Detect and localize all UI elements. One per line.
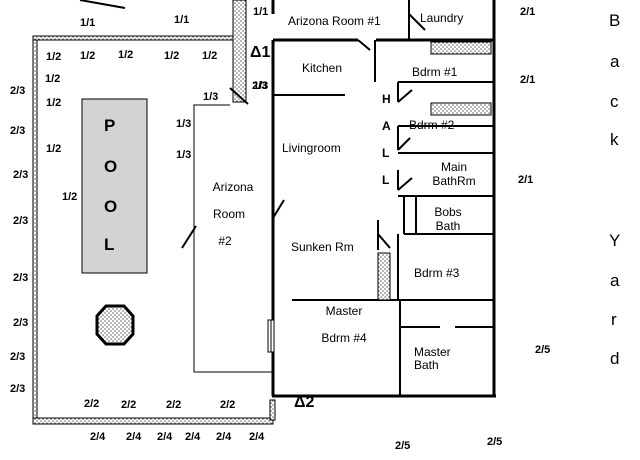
measurement-label: 2/3 [10,383,26,395]
measurement-label: 1/2 [45,73,61,85]
backyard-letter: a [610,52,620,71]
dotted-column [232,0,247,103]
measurement-label: 2/5 [487,436,503,448]
measurement-label: 2/2 [84,398,100,410]
measurement-label: 2/2 [121,399,137,411]
measurement-label: 1/2 [80,50,96,62]
backyard-letter: r [611,310,617,329]
delta-marker-1: Δ1 [250,44,271,61]
room-sunken: Sunken Rm [291,240,354,254]
hall-letter: H [382,92,391,106]
measurement-label: 2/3 [10,125,26,137]
pool-letter: L [104,235,115,254]
pool-letter: O [104,157,118,176]
closet-3 [377,252,391,301]
measurement-label: 2/4 [90,431,106,443]
room-livingroom: Livingroom [282,141,341,155]
room-master-bath-line1: Master [414,345,451,359]
arizona-room-2-outline [193,104,272,373]
delta-marker-2: Δ2 [294,394,315,411]
room-bobs-bath-line1: Bobs [434,205,462,219]
measurement-label: 1/1 [253,6,269,18]
backyard-letter: k [610,130,619,149]
closet-1 [430,41,492,55]
measurement-label: 1/2 [164,50,180,62]
measurement-label: 2/3 [13,169,29,181]
hall-letter: L [382,146,390,160]
measurement-label: 1/1 [174,14,190,26]
room-master-bath-line2: Bath [414,358,439,372]
hot-tub [95,304,135,346]
measurement-label: 2/3 [252,80,268,92]
measurement-label: 2/4 [157,431,173,443]
measurement-label: 2/5 [535,344,551,356]
measurement-label: 1/2 [46,143,62,155]
room-kitchen: Kitchen [302,61,343,75]
measurement-label: 2/1 [520,74,536,86]
closet-2 [430,102,492,116]
measurement-label: 1/3 [176,149,192,161]
measurement-label: 2/4 [126,431,142,443]
room-master-bdrm-line1: Master [325,304,363,318]
measurement-label: 2/1 [518,174,534,186]
room-bdrm-2: Bdrm #2 [409,118,455,132]
measurement-label: 1/3 [203,91,219,103]
measurement-label: 2/5 [395,440,411,452]
corner-line [79,0,126,9]
measurement-label: 2/3 [10,351,26,363]
measurement-label: 1/2 [46,51,62,63]
hall-letter: A [382,119,391,133]
backyard-letter: B [609,11,621,30]
room-bdrm-3: Bdrm #3 [414,266,460,280]
backyard-letter: Y [609,231,621,250]
measurement-label: 2/2 [166,399,182,411]
measurement-label: 2/4 [249,431,265,443]
room-laundry: Laundry [420,11,464,25]
measurement-label: 1/2 [62,191,78,203]
measurement-label: 2/3 [13,272,29,284]
measurement-label: 1/1 [80,17,96,29]
measurement-label: 1/3 [176,118,192,130]
house-walls [271,0,496,398]
room-arizona-2-line2: Room [212,207,245,221]
room-bdrm-1: Bdrm #1 [412,65,458,79]
room-master-bdrm-line2: Bdrm #4 [321,331,367,345]
room-arizona-2-line1: Arizona [212,180,254,194]
measurement-label: 1/2 [118,49,134,61]
measurement-label: 2/1 [520,6,536,18]
measurement-label: 1/2 [46,97,62,109]
measurement-label: 2/4 [185,431,201,443]
room-arizona-1: Arizona Room #1 [288,14,381,28]
hall-letter: L [382,173,390,187]
patio-fence [32,35,276,425]
backyard-letter: d [610,349,620,368]
room-arizona-2-line3: #2 [218,234,232,248]
measurement-label: 1/3 [253,80,269,92]
pool-letter: P [104,116,116,135]
measurement-label: 2/3 [10,85,26,97]
pool-shape [81,98,148,274]
measurement-label: 2/3 [13,215,29,227]
measurement-label: 2/3 [13,317,29,329]
interior-walls [272,0,494,396]
backyard-letter: a [610,271,620,290]
measurement-label: 1/2 [202,50,218,62]
measurement-label: 2/4 [216,431,232,443]
room-bobs-bath-line2: Bath [435,219,461,233]
measurement-label: 2/2 [220,399,236,411]
pool-letter: O [104,197,118,216]
room-main-bath-line1: Main [440,160,467,174]
room-main-bath-line2: BathRm [432,174,476,188]
backyard-letter: c [610,92,619,111]
